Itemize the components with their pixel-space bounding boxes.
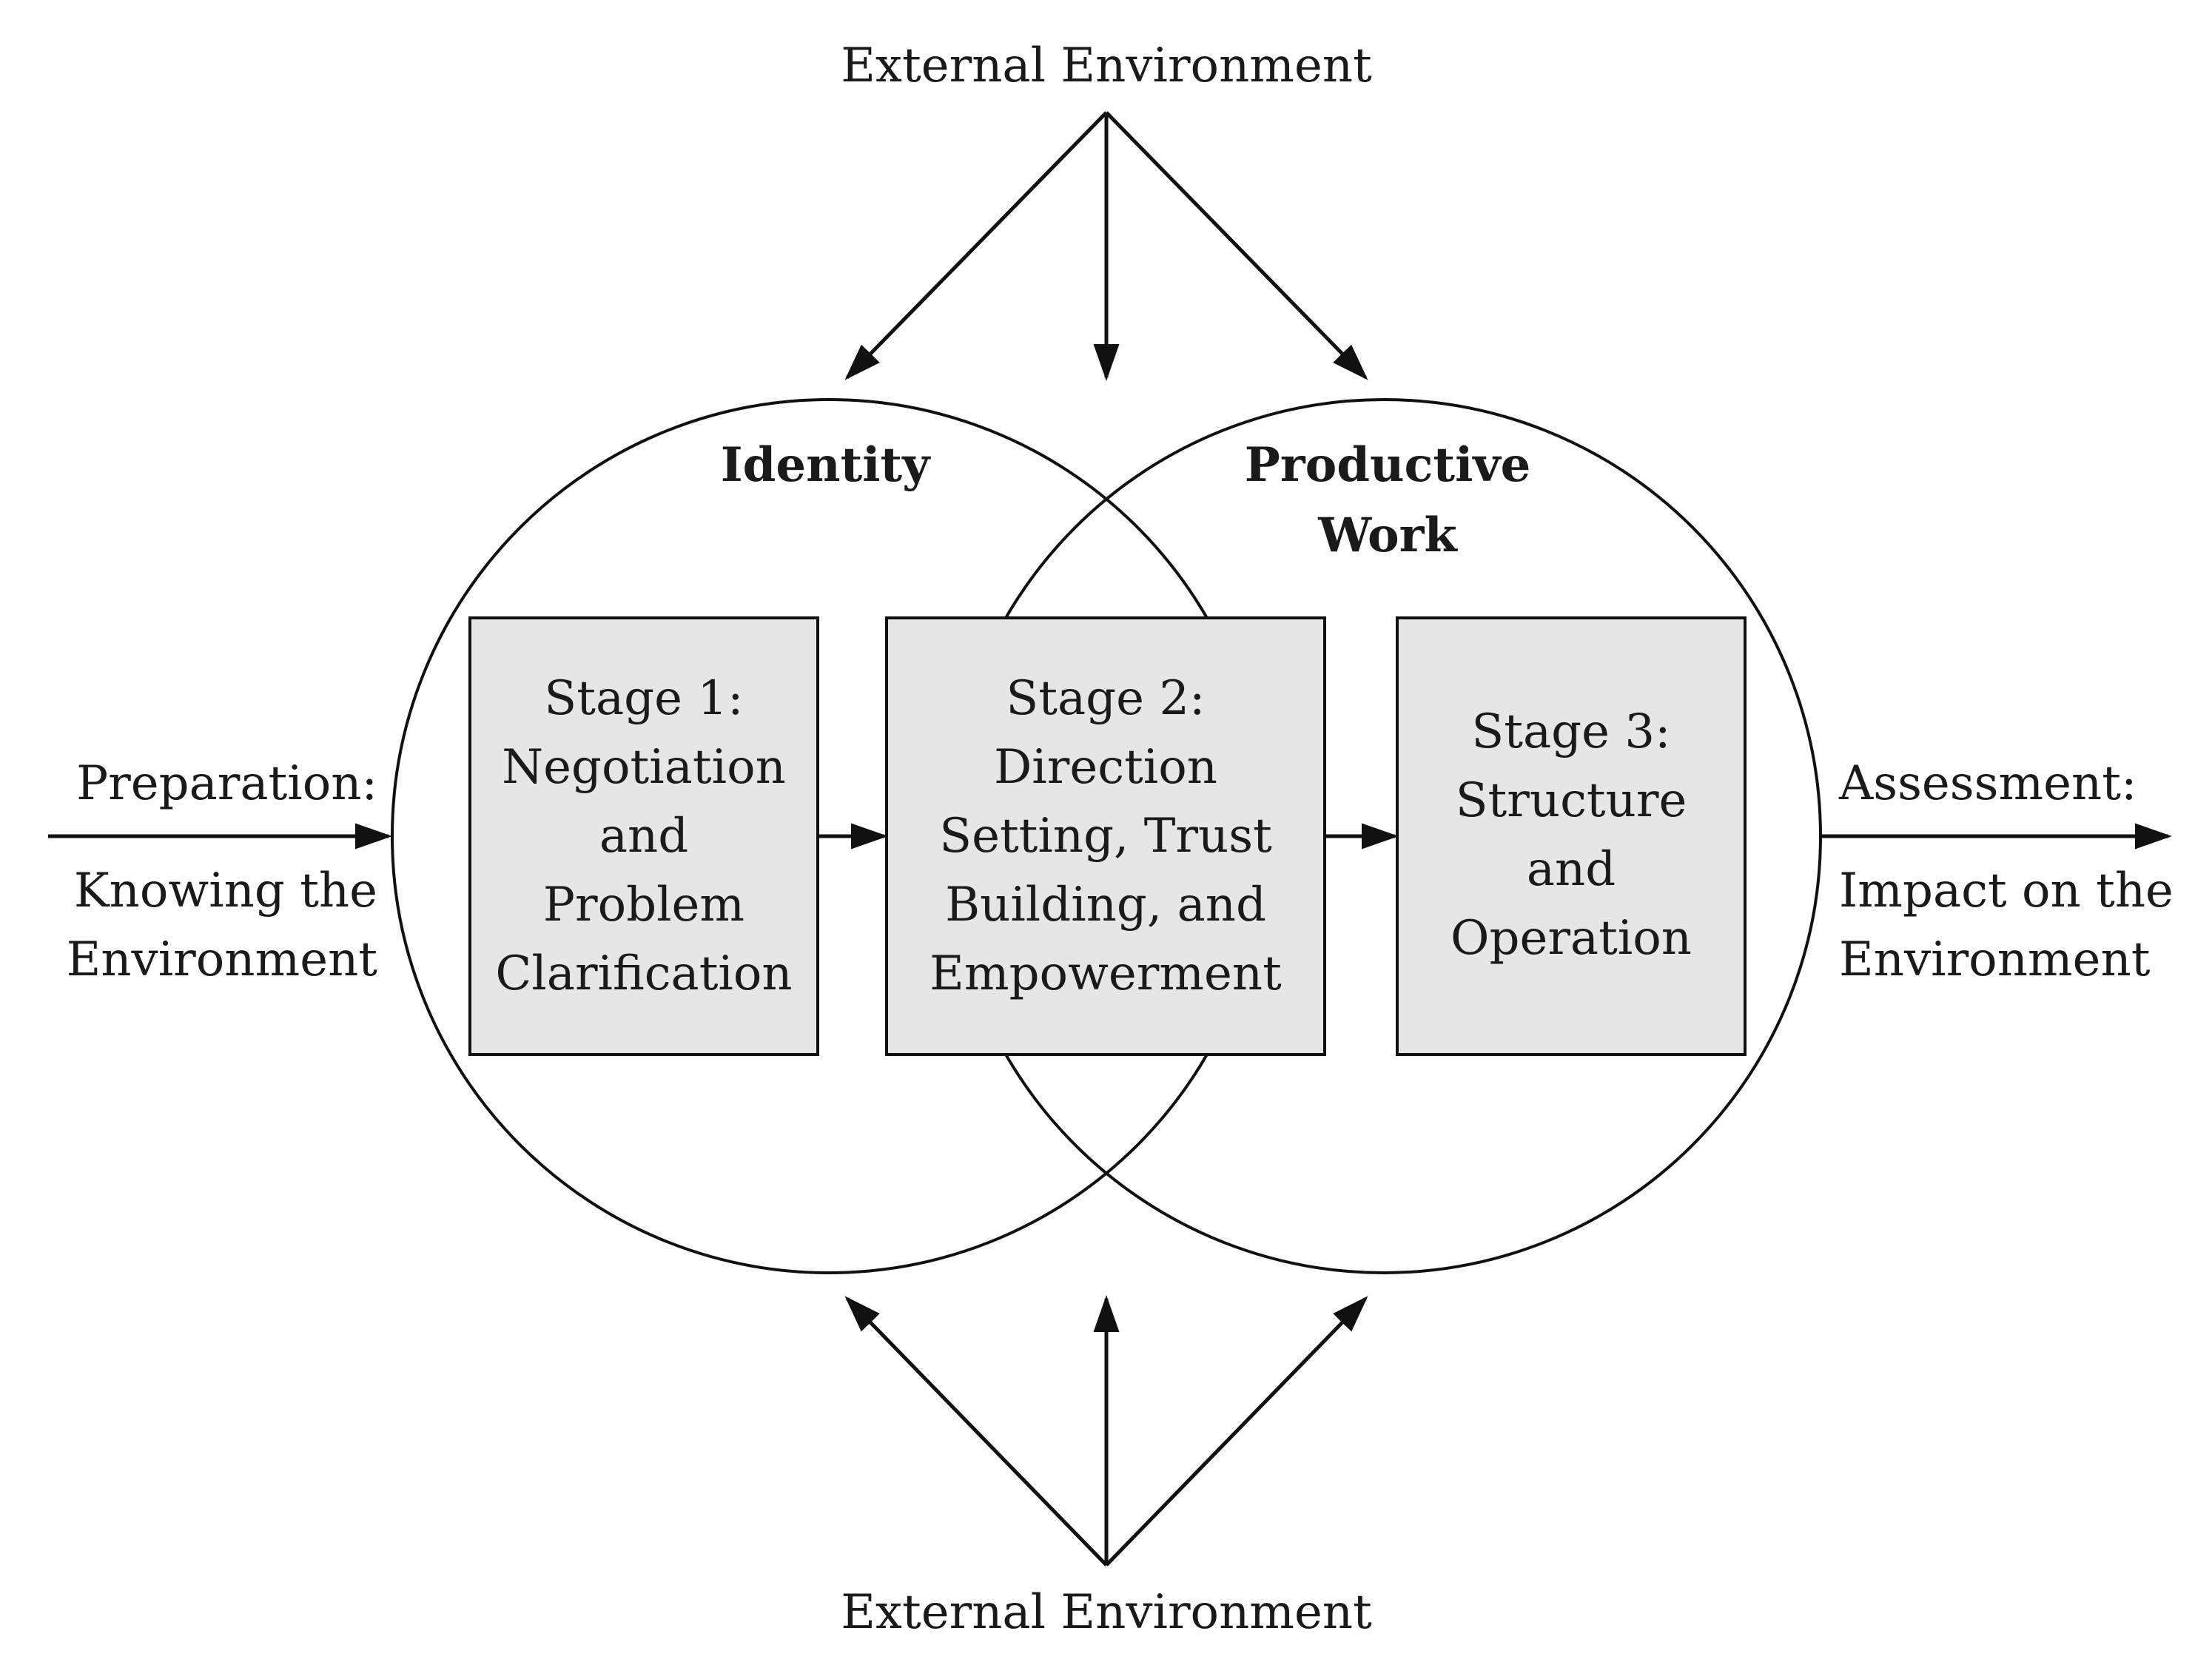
stage-2-line: Stage 2:	[1006, 671, 1205, 726]
bottom-arrow-left	[844, 1296, 1108, 1567]
stage-1-line: Clarification	[495, 946, 792, 1001]
bottom-arrow-right	[1105, 1296, 1368, 1567]
stage-2-line: Direction	[994, 740, 1217, 795]
assessment-line: Assessment:	[1838, 756, 2137, 811]
preparation-line: Environment	[67, 932, 378, 987]
stage-1-line: Stage 1:	[544, 671, 743, 726]
productive-work-title-line1: Productive	[1245, 437, 1531, 493]
stage-1-text: Stage 1: Negotiation and Problem Clarifi…	[495, 671, 792, 1001]
identity-title: Identity	[721, 437, 931, 493]
stage-3-line: Stage 3:	[1471, 704, 1670, 759]
preparation-line: Preparation:	[76, 756, 377, 811]
stage-3-line: Structure	[1456, 773, 1687, 828]
assessment-line: Environment	[1839, 932, 2151, 987]
assessment-line: Impact on the	[1839, 864, 2174, 918]
assessment-label: Assessment: Impact on the Environment	[1838, 756, 2174, 987]
top-arrows	[844, 111, 1368, 381]
stage-2-line: Empowerment	[929, 946, 1282, 1001]
bottom-external-environment-label: External Environment	[841, 1585, 1372, 1640]
stage-3-box	[1396, 616, 1747, 1056]
preparation-line: Knowing the	[74, 864, 377, 918]
stage-2-text: Stage 2: Direction Setting, Trust Buildi…	[929, 671, 1282, 1001]
stage-3-text: Stage 3: Structure and Operation	[1450, 704, 1692, 966]
stage-2-line: Building, and	[945, 878, 1266, 932]
bottom-arrows	[844, 1295, 1368, 1567]
stage-2-line: Setting, Trust	[939, 809, 1272, 864]
stage-3-line: Operation	[1450, 911, 1692, 966]
stage-1-line: and	[599, 809, 688, 864]
productive-work-title-line2: Work	[1317, 508, 1458, 563]
stage-1-line: Negotiation	[502, 740, 786, 795]
preparation-label: Preparation: Knowing the Environment	[67, 756, 378, 987]
top-arrow-right	[1105, 111, 1368, 380]
top-external-environment-label: External Environment	[841, 38, 1372, 93]
stage-3-line: and	[1527, 842, 1616, 897]
stage-1-line: Problem	[543, 878, 744, 932]
top-arrow-left	[844, 111, 1108, 380]
stage-1-box	[468, 616, 819, 1056]
